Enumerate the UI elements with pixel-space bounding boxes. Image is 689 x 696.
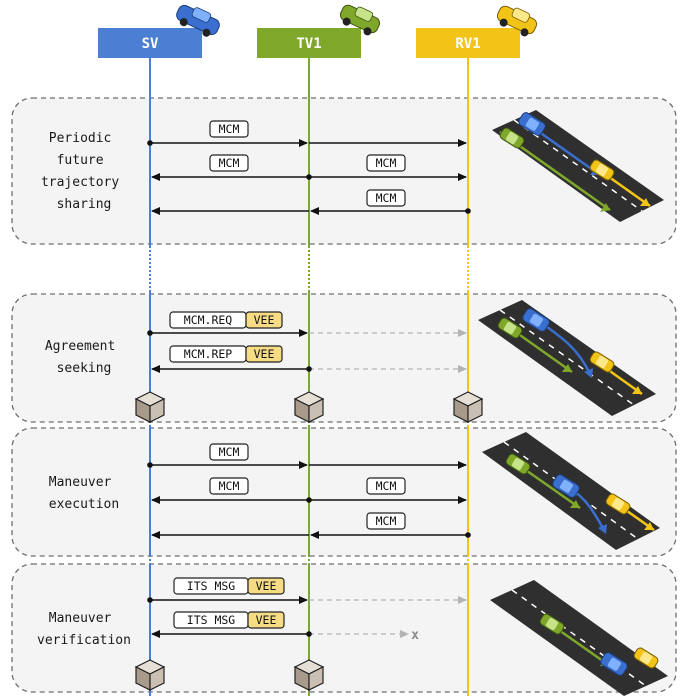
message-tag-mcm: MCM (209, 477, 249, 495)
actor-header-rv1: RV1 (416, 28, 520, 58)
actor-box-rv1 (416, 28, 520, 58)
phase-label-line: trajectory (41, 175, 119, 190)
svg-text:VEE: VEE (254, 347, 275, 361)
actor-label-tv1: TV1 (296, 36, 321, 52)
cube-icon (293, 659, 325, 691)
svg-text:MCM: MCM (219, 122, 240, 136)
svg-text:MCM.REQ: MCM.REQ (184, 313, 233, 327)
message-tag-mcm: MCM (366, 154, 406, 172)
blue-car-icon (176, 4, 220, 37)
message-tag-its-msg: ITS MSG VEE (173, 577, 285, 595)
svg-text:MCM: MCM (219, 156, 240, 170)
actor-label-sv: SV (142, 36, 159, 52)
phase-label-line: Periodic (49, 131, 112, 146)
messages-verification: ITS MSG VEE x ITS MSG VEE (134, 577, 467, 691)
road-scene-execution (482, 432, 660, 550)
phase-label-line: Maneuver (49, 475, 112, 490)
actor-header-tv1: TV1 (257, 28, 361, 58)
phase-label-line: future (57, 153, 104, 168)
phase-label-line: seeking (57, 361, 112, 376)
phase-label-line: Maneuver (49, 611, 112, 626)
svg-text:VEE: VEE (256, 613, 277, 627)
actor-label-rv1: RV1 (455, 36, 480, 52)
message-tag-mcm: MCM (366, 189, 406, 207)
svg-text:MCM.REP: MCM.REP (184, 347, 233, 361)
message-tag-mcm-rep: MCM.REP VEE (169, 345, 283, 363)
actor-header-sv: SV (98, 28, 202, 58)
phase-label-agreement: Agreement seeking (45, 339, 123, 376)
message-tag-mcm: MCM (209, 154, 249, 172)
message-tag-mcm: MCM (209, 443, 249, 461)
cube-icon (134, 391, 166, 423)
messages-periodic: MCM MCM MCM MCM (147, 120, 471, 215)
messages-execution: MCM MCM MCM MCM (147, 443, 471, 539)
messages-agreement: MCM.REQ VEE MCM.REP VEE (134, 311, 484, 423)
actor-box-sv (98, 28, 202, 58)
svg-text:ITS MSG: ITS MSG (187, 579, 236, 593)
phase-label-periodic: Periodic future trajectory sharing (41, 131, 127, 212)
road-scene-periodic (492, 110, 664, 222)
cube-icon (452, 391, 484, 423)
phase-label-line: execution (49, 497, 119, 512)
svg-text:VEE: VEE (256, 579, 277, 593)
svg-text:ITS MSG: ITS MSG (187, 613, 236, 627)
phase-label-line: Agreement (45, 339, 115, 354)
cube-icon (134, 659, 166, 691)
road-scene-agreement (478, 300, 656, 416)
svg-text:MCM: MCM (376, 479, 397, 493)
phase-label-line: verification (37, 633, 131, 648)
phase-label-verification: Maneuver verification (37, 611, 131, 648)
svg-text:MCM: MCM (219, 479, 240, 493)
message-tag-its-msg: ITS MSG VEE (173, 611, 285, 629)
message-tag-mcm: MCM (366, 512, 406, 530)
phase-label-execution: Maneuver execution (49, 475, 119, 512)
cube-icon (293, 391, 325, 423)
svg-text:VEE: VEE (254, 313, 275, 327)
message-tag-mcm-req: MCM.REQ VEE (169, 311, 283, 329)
message-tag-mcm: MCM (366, 477, 406, 495)
svg-text:MCM: MCM (376, 156, 397, 170)
lost-message-mark: x (411, 628, 419, 643)
svg-text:MCM: MCM (376, 514, 397, 528)
lifelines (148, 56, 470, 696)
phase-label-line: sharing (57, 197, 112, 212)
road-scene-verification (490, 580, 668, 696)
yellow-car-icon (496, 5, 538, 37)
svg-text:MCM: MCM (376, 191, 397, 205)
actor-box-tv1 (257, 28, 361, 58)
message-tag-mcm: MCM (209, 120, 249, 138)
svg-text:MCM: MCM (219, 445, 240, 459)
green-car-icon (339, 4, 381, 36)
